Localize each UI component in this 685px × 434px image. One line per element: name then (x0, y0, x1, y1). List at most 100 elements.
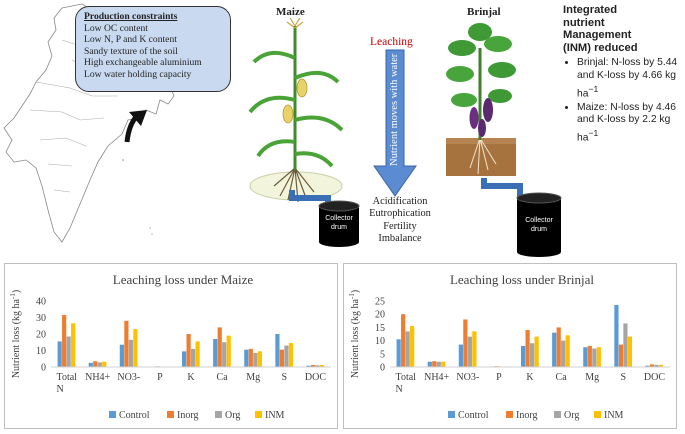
collector-drum-icon (318, 200, 360, 247)
bar-inorg (556, 327, 561, 367)
bar-inorg (279, 349, 285, 367)
bar-control (306, 365, 311, 367)
bar-inorg (186, 334, 191, 367)
bar-control (458, 344, 463, 367)
legend-label: Org (564, 410, 579, 421)
bar-inm (257, 351, 262, 367)
constraint-item: Sandy texture of the soil (84, 45, 178, 57)
bar-inorg (649, 364, 655, 367)
inm-bullet: Maize: N-loss by 4.46 and K-loss by 2.2 … (577, 102, 681, 145)
bar-inm (102, 361, 107, 367)
legend-label: Control (458, 410, 489, 421)
bar-inm (133, 329, 138, 367)
bar-org (191, 348, 196, 367)
legend-swatch (554, 411, 561, 418)
bar-inm (534, 336, 539, 367)
x-tick-label: P (496, 372, 502, 383)
bar-control (182, 351, 187, 367)
y-axis-title: Nutrient loss (kg ha-1) (348, 290, 361, 378)
constraint-item: Low OC content (84, 22, 148, 34)
effect-item: Eutrophication (369, 208, 431, 220)
leaching-title: Leaching (370, 36, 413, 48)
chart-title: Leaching loss under Brinjal (450, 272, 594, 287)
x-tick-label: K (187, 372, 195, 383)
bar-org (405, 331, 410, 367)
leaching-arrow-icon (373, 49, 417, 197)
bar-control (275, 334, 280, 367)
bar-control (88, 362, 93, 367)
legend-label: Control (119, 410, 150, 421)
bar-inorg (401, 314, 406, 367)
y-tick-label: 0 (41, 363, 46, 374)
y-tick-label: 40 (36, 297, 46, 308)
x-tick-label: NH4+ (424, 372, 449, 383)
bar-control (396, 339, 401, 367)
bar-inm (441, 361, 446, 367)
bar-inorg (525, 330, 530, 367)
bar-inorg (587, 345, 592, 367)
bar-org (284, 345, 289, 367)
bar-control (521, 345, 526, 367)
constraint-item: Low N, P and K content (84, 34, 177, 46)
legend-swatch (255, 411, 262, 418)
inm-summary: Integrated nutrient Management (INM) red… (563, 4, 681, 146)
bar-org (222, 342, 227, 367)
bar-org (253, 352, 258, 367)
x-tick-label: Mg (585, 372, 599, 383)
constraint-item: Low water holding capacity (84, 68, 192, 80)
bar-inm (71, 323, 76, 367)
legend-label: INM (265, 410, 285, 421)
bar-org (315, 365, 320, 367)
bar-org (436, 361, 441, 367)
legend-swatch (167, 411, 174, 418)
bar-inm (627, 336, 633, 367)
bar-control (552, 332, 557, 367)
bar-inorg (432, 361, 437, 367)
bar-inm (226, 335, 231, 367)
chart-title: Leaching loss under Maize (113, 272, 254, 287)
curved-arrow-icon (124, 110, 147, 143)
x-tick-label: Mg (246, 372, 260, 383)
bar-inorg (248, 348, 253, 367)
x-tick-label: NO3- (117, 372, 140, 383)
bar-org (128, 339, 133, 367)
bar-control (57, 341, 62, 367)
bar-inm (565, 335, 570, 367)
x-tick-label: DOC (305, 372, 326, 383)
x-tick-label: NO3- (456, 372, 479, 383)
effects-list: Acidification Eutrophication Fertility I… (358, 196, 442, 245)
bar-inorg (217, 327, 222, 367)
bar-control (645, 365, 650, 367)
legend-swatch (448, 411, 455, 418)
production-constraints-box: Production constraints Low OC content Lo… (75, 6, 231, 92)
bar-control (213, 338, 218, 367)
bar-control (427, 361, 432, 367)
y-tick-label: 15 (375, 323, 385, 334)
bar-inm (658, 364, 664, 367)
constraints-title: Production constraints (84, 11, 178, 22)
bar-control (119, 344, 124, 367)
y-tick-label: 25 (375, 297, 385, 308)
legend-label: Org (225, 410, 240, 421)
bar-inorg (463, 319, 468, 367)
legend-label: Inorg (177, 410, 198, 421)
x-tick-label: K (526, 372, 534, 383)
leaching-arrow-label: Nutrient moves with water (389, 53, 400, 166)
drum-label: Collector drum (525, 217, 553, 233)
maize-plant-icon (248, 18, 344, 203)
bar-inm (472, 331, 477, 367)
inm-bullet: Brinjal: N-loss by 5.44 and K-loss by 4.… (577, 57, 681, 100)
maize-title: Maize (276, 6, 305, 18)
bar-org (467, 336, 472, 367)
bar-inorg (618, 344, 624, 367)
y-tick-label: 30 (36, 313, 46, 324)
bar-inorg (310, 365, 316, 367)
x-tick-label: Ca (217, 372, 229, 383)
bar-inorg (62, 315, 67, 367)
bar-inm (410, 326, 415, 367)
bar-inm (319, 365, 325, 367)
